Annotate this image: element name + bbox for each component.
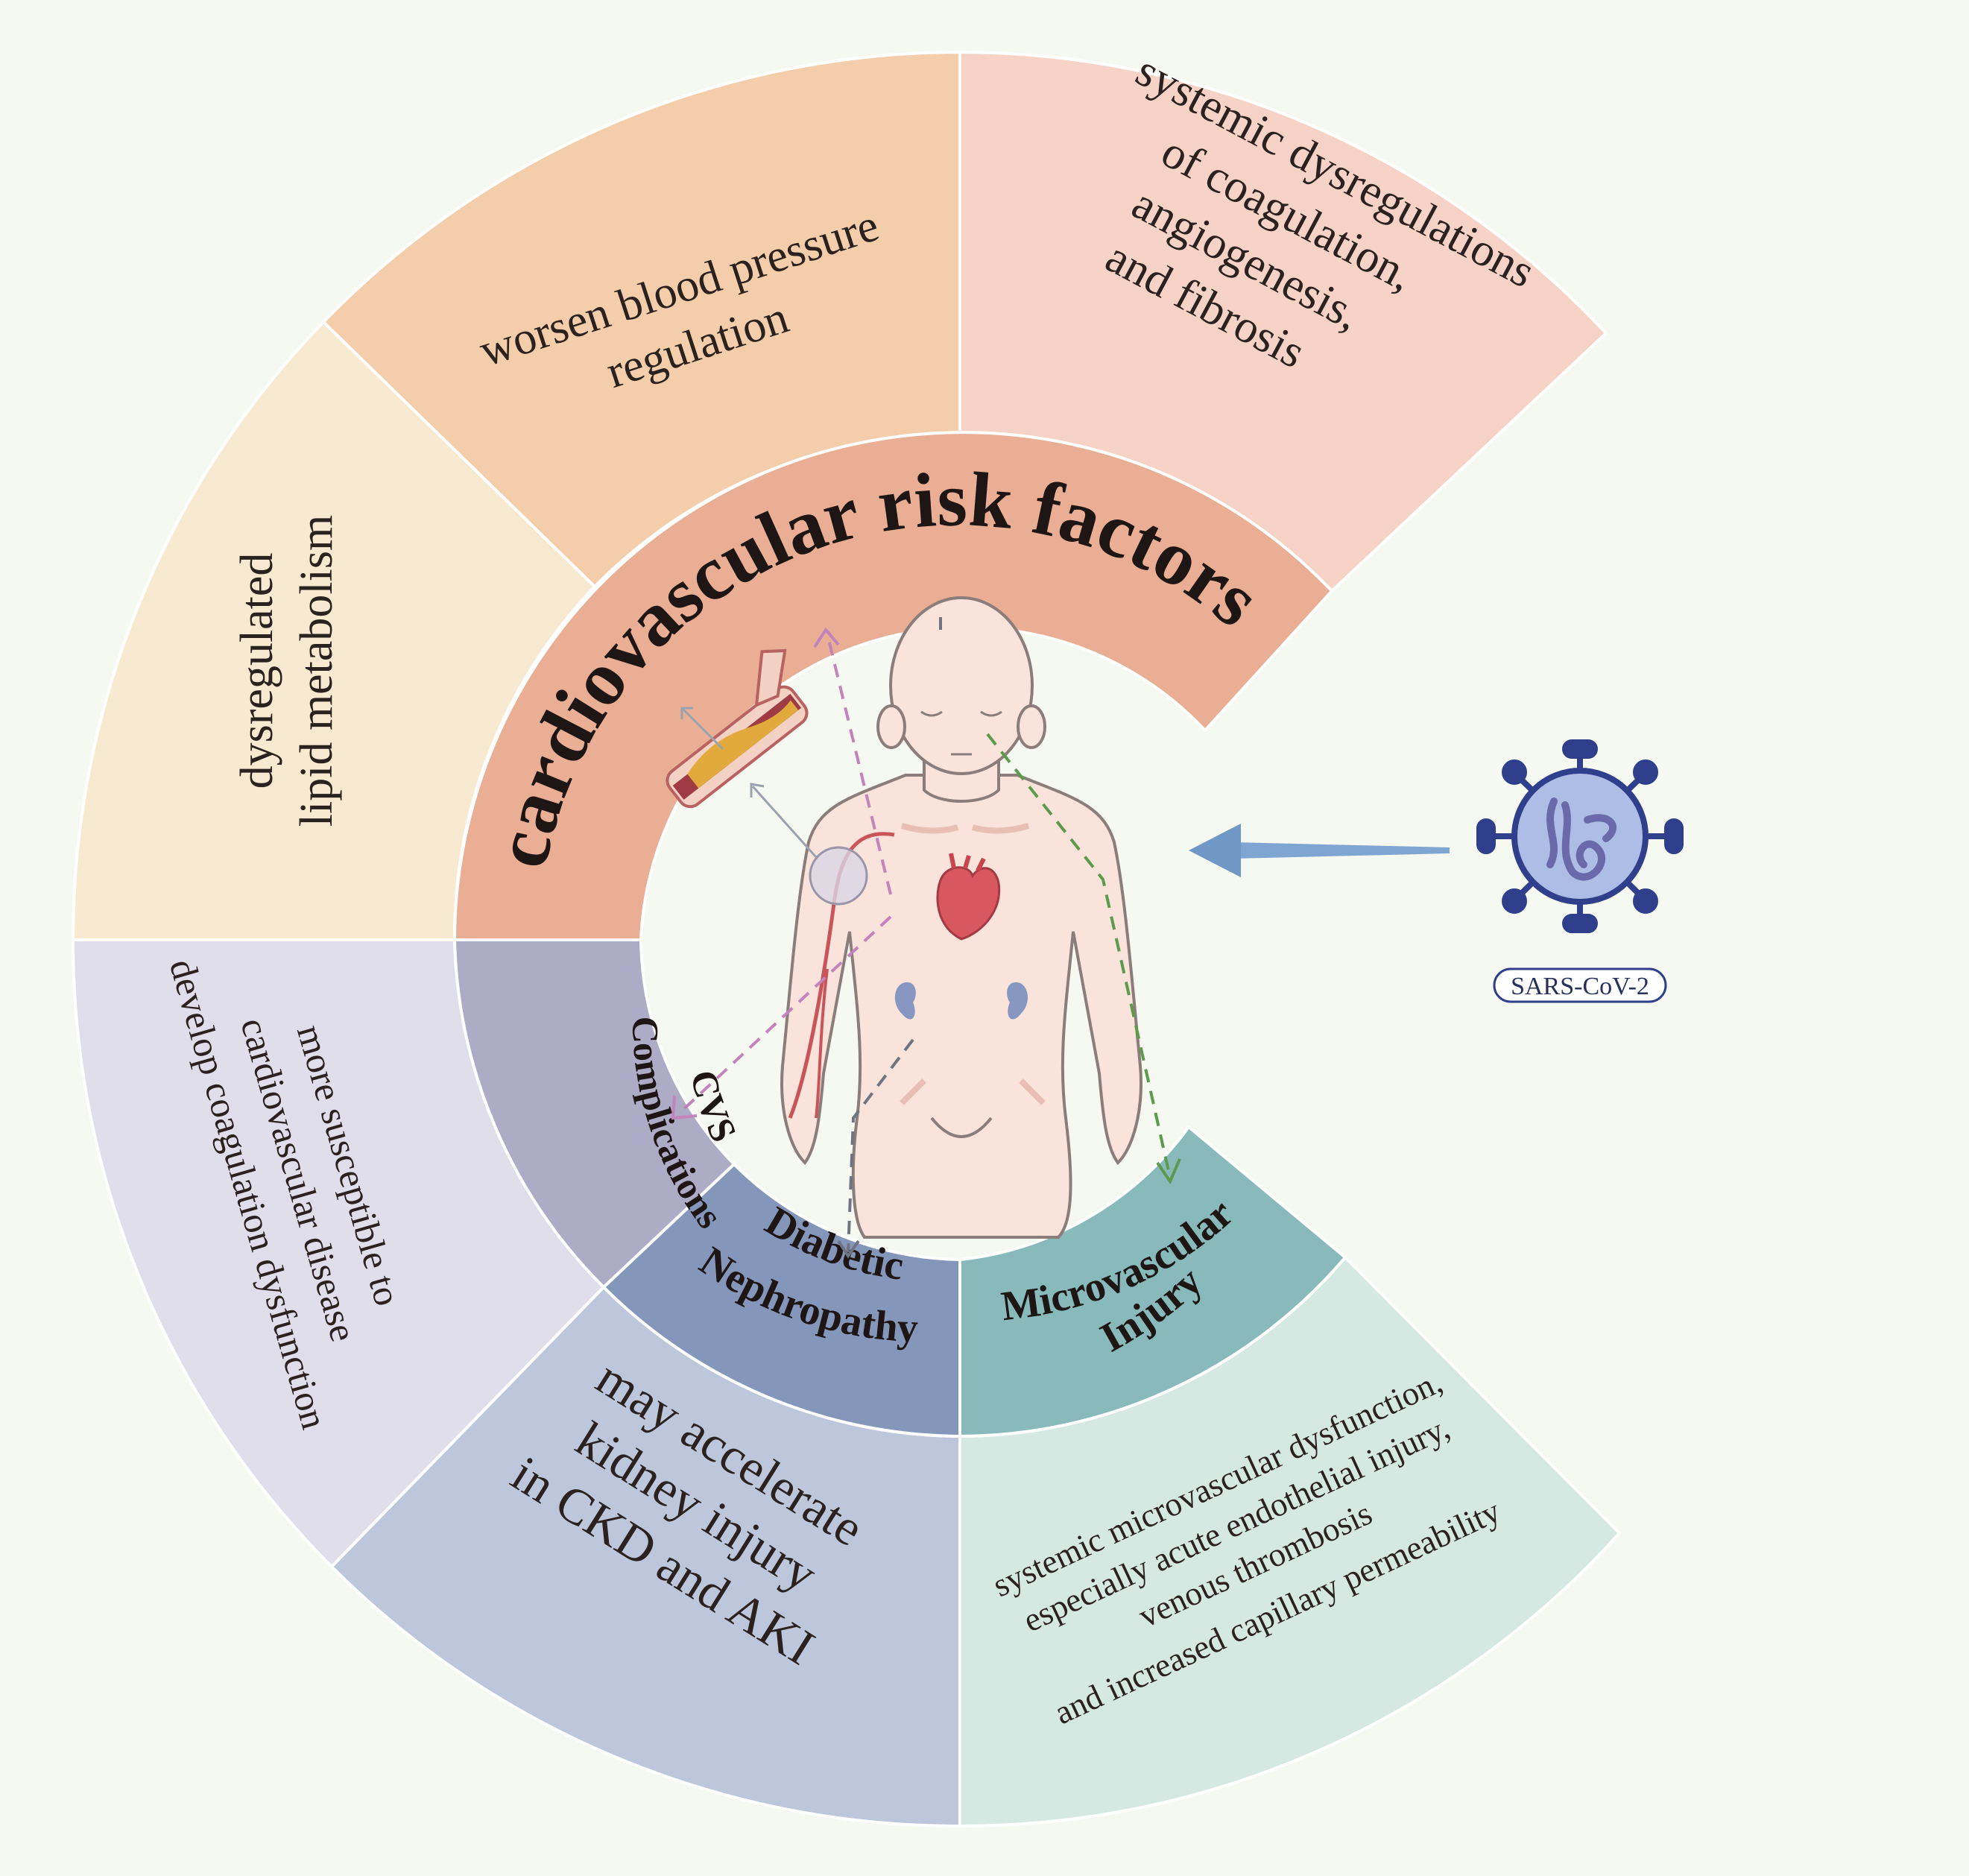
- head-shape: [889, 596, 1034, 775]
- middle-ring: [452, 431, 1347, 1438]
- artery-branch: [754, 648, 787, 708]
- virus-body: [1511, 768, 1649, 905]
- purple-left-head: [671, 1095, 698, 1120]
- collarbones: [900, 823, 1030, 834]
- virus-label-box: [1493, 967, 1667, 1003]
- pointer-arrow-1-head: [680, 707, 693, 719]
- virus-arrow-shaft: [1233, 842, 1450, 859]
- green-dashed-arrow: [986, 733, 1172, 1178]
- closed-eyes: [920, 710, 1002, 717]
- heart-icon: [936, 853, 1001, 941]
- pointer-arrow-2: [751, 785, 818, 859]
- hips: [930, 1117, 993, 1138]
- spike-tip-e: [1664, 818, 1684, 854]
- spike-tip-nw: [1502, 759, 1527, 785]
- diabetic-ring: [601, 1162, 961, 1438]
- kidney-right: [1007, 982, 1028, 1020]
- pointer-arrow-2-head: [750, 783, 765, 798]
- dashed-arrows: [677, 617, 1172, 1253]
- virus-rna: [1546, 798, 1617, 881]
- spike-tip-w: [1476, 818, 1496, 854]
- lipid-line-1: dysregulated: [232, 553, 282, 789]
- artery-plaque: [687, 700, 799, 789]
- ear-left: [876, 704, 906, 749]
- artery-plaque-icon: [666, 648, 809, 809]
- arm-blood-vessel-branch: [815, 968, 829, 1119]
- kidney-left: [894, 982, 916, 1020]
- heart-vessels: [949, 853, 986, 872]
- purple-dashed-arrow-left: [677, 915, 892, 1116]
- ear-right: [1017, 704, 1046, 749]
- spike-tip-ne: [1633, 759, 1658, 785]
- lipid-metabolism-text: dysregulated lipid metabolism: [232, 515, 342, 827]
- spike-tip-sw: [1502, 888, 1527, 914]
- magnifier-icon: [809, 846, 868, 906]
- gray-head: [837, 1239, 860, 1259]
- virus-label: SARS-CoV-2: [1511, 973, 1649, 1000]
- kidneys-icon: [894, 982, 1028, 1020]
- lipid-line-2: lipid metabolism: [291, 515, 342, 827]
- spike-tip-se: [1633, 888, 1658, 914]
- sars-cov-2-virus-icon: SARS-CoV-2: [1476, 739, 1684, 1003]
- navel-lines: [900, 1078, 1046, 1105]
- purple-up-head: [813, 627, 840, 648]
- green-head: [1156, 1158, 1181, 1185]
- spike-tip-n: [1562, 739, 1598, 759]
- heart-shape: [936, 866, 1001, 941]
- gray-dashed-arrow: [847, 1038, 914, 1253]
- dashed-arrow-heads: [671, 627, 1181, 1259]
- human-body-icon: [780, 596, 1142, 1239]
- arm-blood-vessel: [788, 832, 895, 1119]
- spike-tip-s: [1562, 914, 1598, 933]
- virus-arrow: [1189, 824, 1450, 877]
- pointer-arrows: [680, 707, 818, 859]
- pointer-arrow-1: [680, 707, 724, 751]
- torso-shape: [780, 774, 1142, 1239]
- virus-arrow-head: [1189, 824, 1241, 877]
- purple-dashed-arrow-up: [826, 633, 892, 895]
